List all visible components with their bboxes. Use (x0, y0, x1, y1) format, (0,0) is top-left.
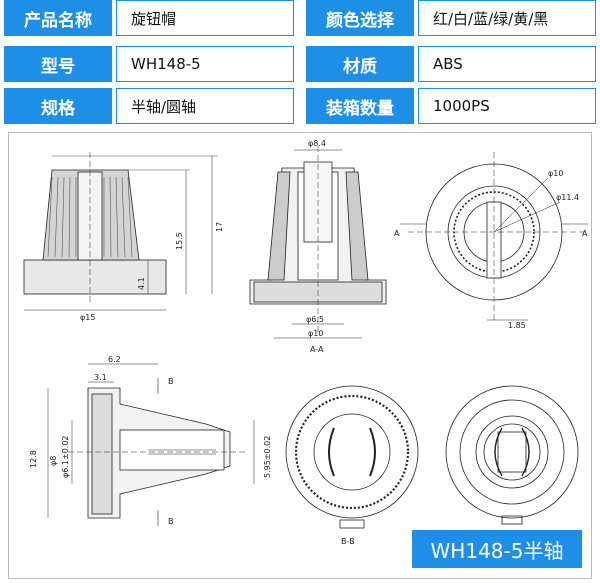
knob-side-section (47, 363, 255, 526)
dim-diameter-15: φ15 (80, 313, 95, 322)
spec-value-name: 旋钮帽 (116, 0, 294, 36)
dim-diameter-6-1-tol: φ6.1±0.02 (61, 435, 70, 478)
spec-value-material: ABS (418, 46, 596, 82)
dim-height-12-8: 12.8 (29, 450, 38, 468)
model-badge: WH148-5半轴 (412, 530, 582, 568)
dim-length-3-1: 3.1 (94, 373, 107, 382)
section-label-bb: B-B (341, 537, 355, 546)
dim-diameter-8: φ8 (49, 456, 58, 466)
knob-bottom-view (445, 385, 579, 525)
section-marker-a-right: A (582, 229, 588, 238)
section-marker-b-top: B (168, 377, 174, 386)
section-label-aa: A-A (310, 345, 324, 354)
dim-height-17: 17 (215, 222, 224, 232)
spec-table: 产品名称 旋钮帽 颜色选择 红/白/蓝/绿/黄/黑 型号 WH148-5 材质 … (0, 0, 600, 128)
spec-value-model: WH148-5 (116, 46, 294, 82)
dim-height-4-1: 4.1 (137, 277, 146, 290)
dim-flat-5-95-tol: 5.95±0.02 (263, 436, 272, 478)
dim-diameter-11-4: φ11.4 (556, 193, 579, 202)
spec-label-packing: 装箱数量 (306, 88, 414, 124)
dim-height-15-5: 15.5 (175, 232, 184, 250)
knob-side-view (23, 152, 218, 311)
section-aa-view (249, 146, 387, 339)
spec-label-color: 颜色选择 (306, 0, 414, 36)
spec-label-model: 型号 (4, 46, 112, 82)
knob-top-view (400, 152, 588, 322)
dim-diameter-10: φ10 (308, 329, 323, 338)
section-bb-view (285, 385, 419, 529)
drawing-canvas: φ15 15.5 17 4.1 φ8.4 φ6.5 φ10 A-A A A φ1… (8, 132, 592, 579)
dim-diameter-8-4: φ8.4 (308, 139, 326, 148)
section-marker-a-left: A (394, 229, 400, 238)
spec-label-material: 材质 (306, 46, 414, 82)
dim-length-6-2: 6.2 (108, 355, 121, 364)
technical-drawing: φ15 15.5 17 4.1 φ8.4 φ6.5 φ10 A-A A A φ1… (8, 132, 592, 579)
spec-label-spec: 规格 (4, 88, 112, 124)
dim-diameter-6-5: φ6.5 (306, 315, 324, 324)
dim-width-1-85: 1.85 (508, 321, 526, 330)
spec-value-spec: 半轴/圆轴 (116, 88, 294, 124)
spec-label-name: 产品名称 (4, 0, 112, 36)
spec-value-color: 红/白/蓝/绿/黄/黑 (418, 0, 596, 36)
section-marker-b-bottom: B (168, 517, 174, 526)
spec-value-packing: 1000PS (418, 88, 596, 124)
dim-diameter-10-top: φ10 (548, 169, 563, 178)
